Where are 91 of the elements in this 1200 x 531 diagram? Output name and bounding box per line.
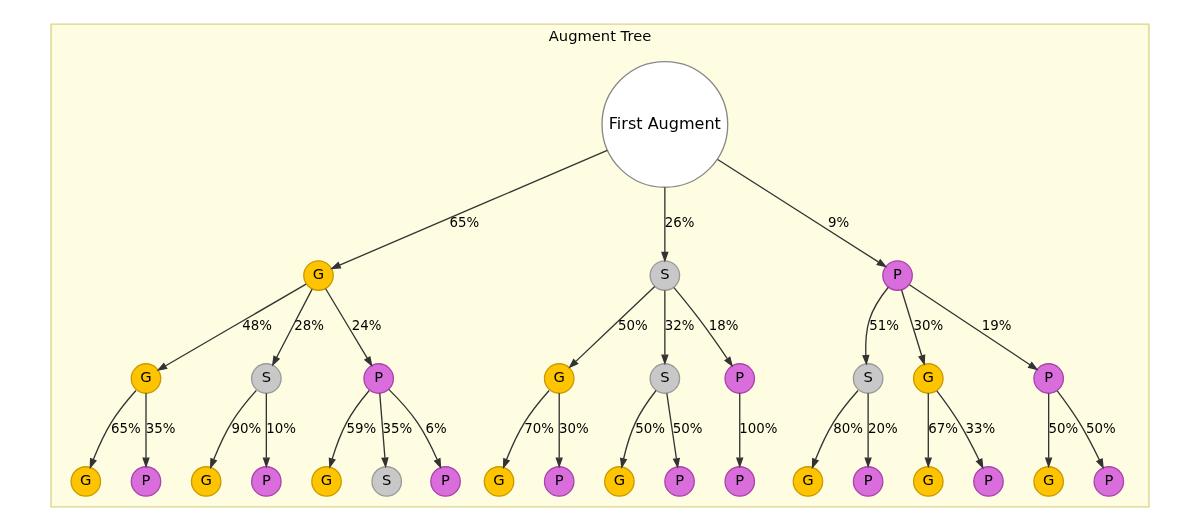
arrow <box>330 149 608 270</box>
edge-label: 19% <box>981 318 1012 334</box>
node-circle: P <box>852 466 884 497</box>
edge-label: 65% <box>449 215 480 231</box>
node-circle: G <box>543 363 575 394</box>
arrow <box>811 389 859 470</box>
arrow <box>661 289 669 366</box>
edge-label: 50% <box>635 421 665 437</box>
arrow <box>142 392 150 469</box>
edge-label: 100% <box>739 421 778 437</box>
arrow <box>271 288 313 367</box>
node-circle: G <box>303 260 334 291</box>
arrow <box>924 392 933 469</box>
arrow <box>502 389 550 470</box>
edge-label: 32% <box>664 318 695 334</box>
node-circle: S <box>649 363 681 394</box>
edge-label: 24% <box>351 318 382 334</box>
edge-label: 20% <box>867 421 898 437</box>
node-circle: P <box>130 466 162 497</box>
node-circle: P <box>1033 363 1065 394</box>
arrow <box>864 392 872 469</box>
arrow <box>568 285 656 369</box>
node-circle: P <box>664 466 695 497</box>
edge-label: 6% <box>425 421 447 437</box>
node-circle: G <box>190 466 222 497</box>
node-circle: P <box>724 466 756 497</box>
node-circle: G <box>792 466 824 497</box>
edge-label: 48% <box>242 318 272 334</box>
edge-label: 90% <box>231 421 262 437</box>
arrow <box>717 158 888 268</box>
arrow <box>388 388 442 470</box>
node-circle: P <box>1093 466 1125 497</box>
edge-label: 51% <box>869 318 900 334</box>
node-circle: S <box>371 466 403 497</box>
node-circle: P <box>250 466 282 497</box>
edge-label: 33% <box>965 421 996 437</box>
node-circle: G <box>604 466 635 497</box>
node-circle: P <box>543 466 575 497</box>
arrow <box>908 284 1039 371</box>
arrow <box>620 389 657 469</box>
edge-label: 28% <box>294 318 324 334</box>
node-circle: G <box>130 363 162 394</box>
edge-label: 30% <box>559 421 589 437</box>
arrow <box>209 389 257 470</box>
edge-label: 30% <box>913 318 944 334</box>
arrow <box>156 283 307 372</box>
edge-label: 18% <box>708 318 739 334</box>
edge-label: 26% <box>664 215 695 231</box>
arrow <box>555 392 563 469</box>
arrow <box>328 389 370 469</box>
edge-label: 59% <box>346 421 377 437</box>
arrow <box>661 186 669 263</box>
node-circle: G <box>70 466 102 497</box>
arrow <box>900 289 926 366</box>
edge-label: 80% <box>833 421 863 437</box>
node-circle: G <box>311 466 342 497</box>
edge-label: 50% <box>617 318 648 334</box>
node-circle: G <box>483 466 515 497</box>
arrow <box>936 390 984 470</box>
node-circle: P <box>430 466 461 497</box>
node-circle: G <box>912 363 944 394</box>
edge-label: 50% <box>672 421 703 437</box>
arrow <box>736 392 744 469</box>
edge-label: 50% <box>1085 421 1116 437</box>
edge-label: 67% <box>928 421 958 437</box>
arrow <box>1056 390 1104 470</box>
edge-label: 50% <box>1048 421 1079 437</box>
node-circle: G <box>912 466 944 497</box>
node-circle: S <box>250 363 282 394</box>
node-circle: First Augment <box>601 60 729 188</box>
edge-label: 9% <box>828 215 850 231</box>
arrow <box>862 286 889 366</box>
arrow <box>262 392 271 469</box>
arrow <box>379 392 389 469</box>
arrow <box>673 286 734 368</box>
node-circle: P <box>973 466 1004 497</box>
edge-label: 35% <box>382 421 413 437</box>
arrow <box>1044 392 1053 469</box>
edge-label: 10% <box>266 421 296 437</box>
arrow <box>89 389 137 470</box>
edge-label: 35% <box>145 421 176 437</box>
arrow <box>666 392 681 469</box>
node-circle: G <box>1033 466 1065 497</box>
node-circle: S <box>649 260 681 291</box>
node-circle: P <box>724 363 756 394</box>
node-circle: S <box>852 363 884 394</box>
edge-label: 65% <box>111 421 141 437</box>
arrow <box>324 288 373 367</box>
node-circle: P <box>882 260 913 291</box>
edge-label: 70% <box>524 421 555 437</box>
node-circle: P <box>363 363 395 394</box>
